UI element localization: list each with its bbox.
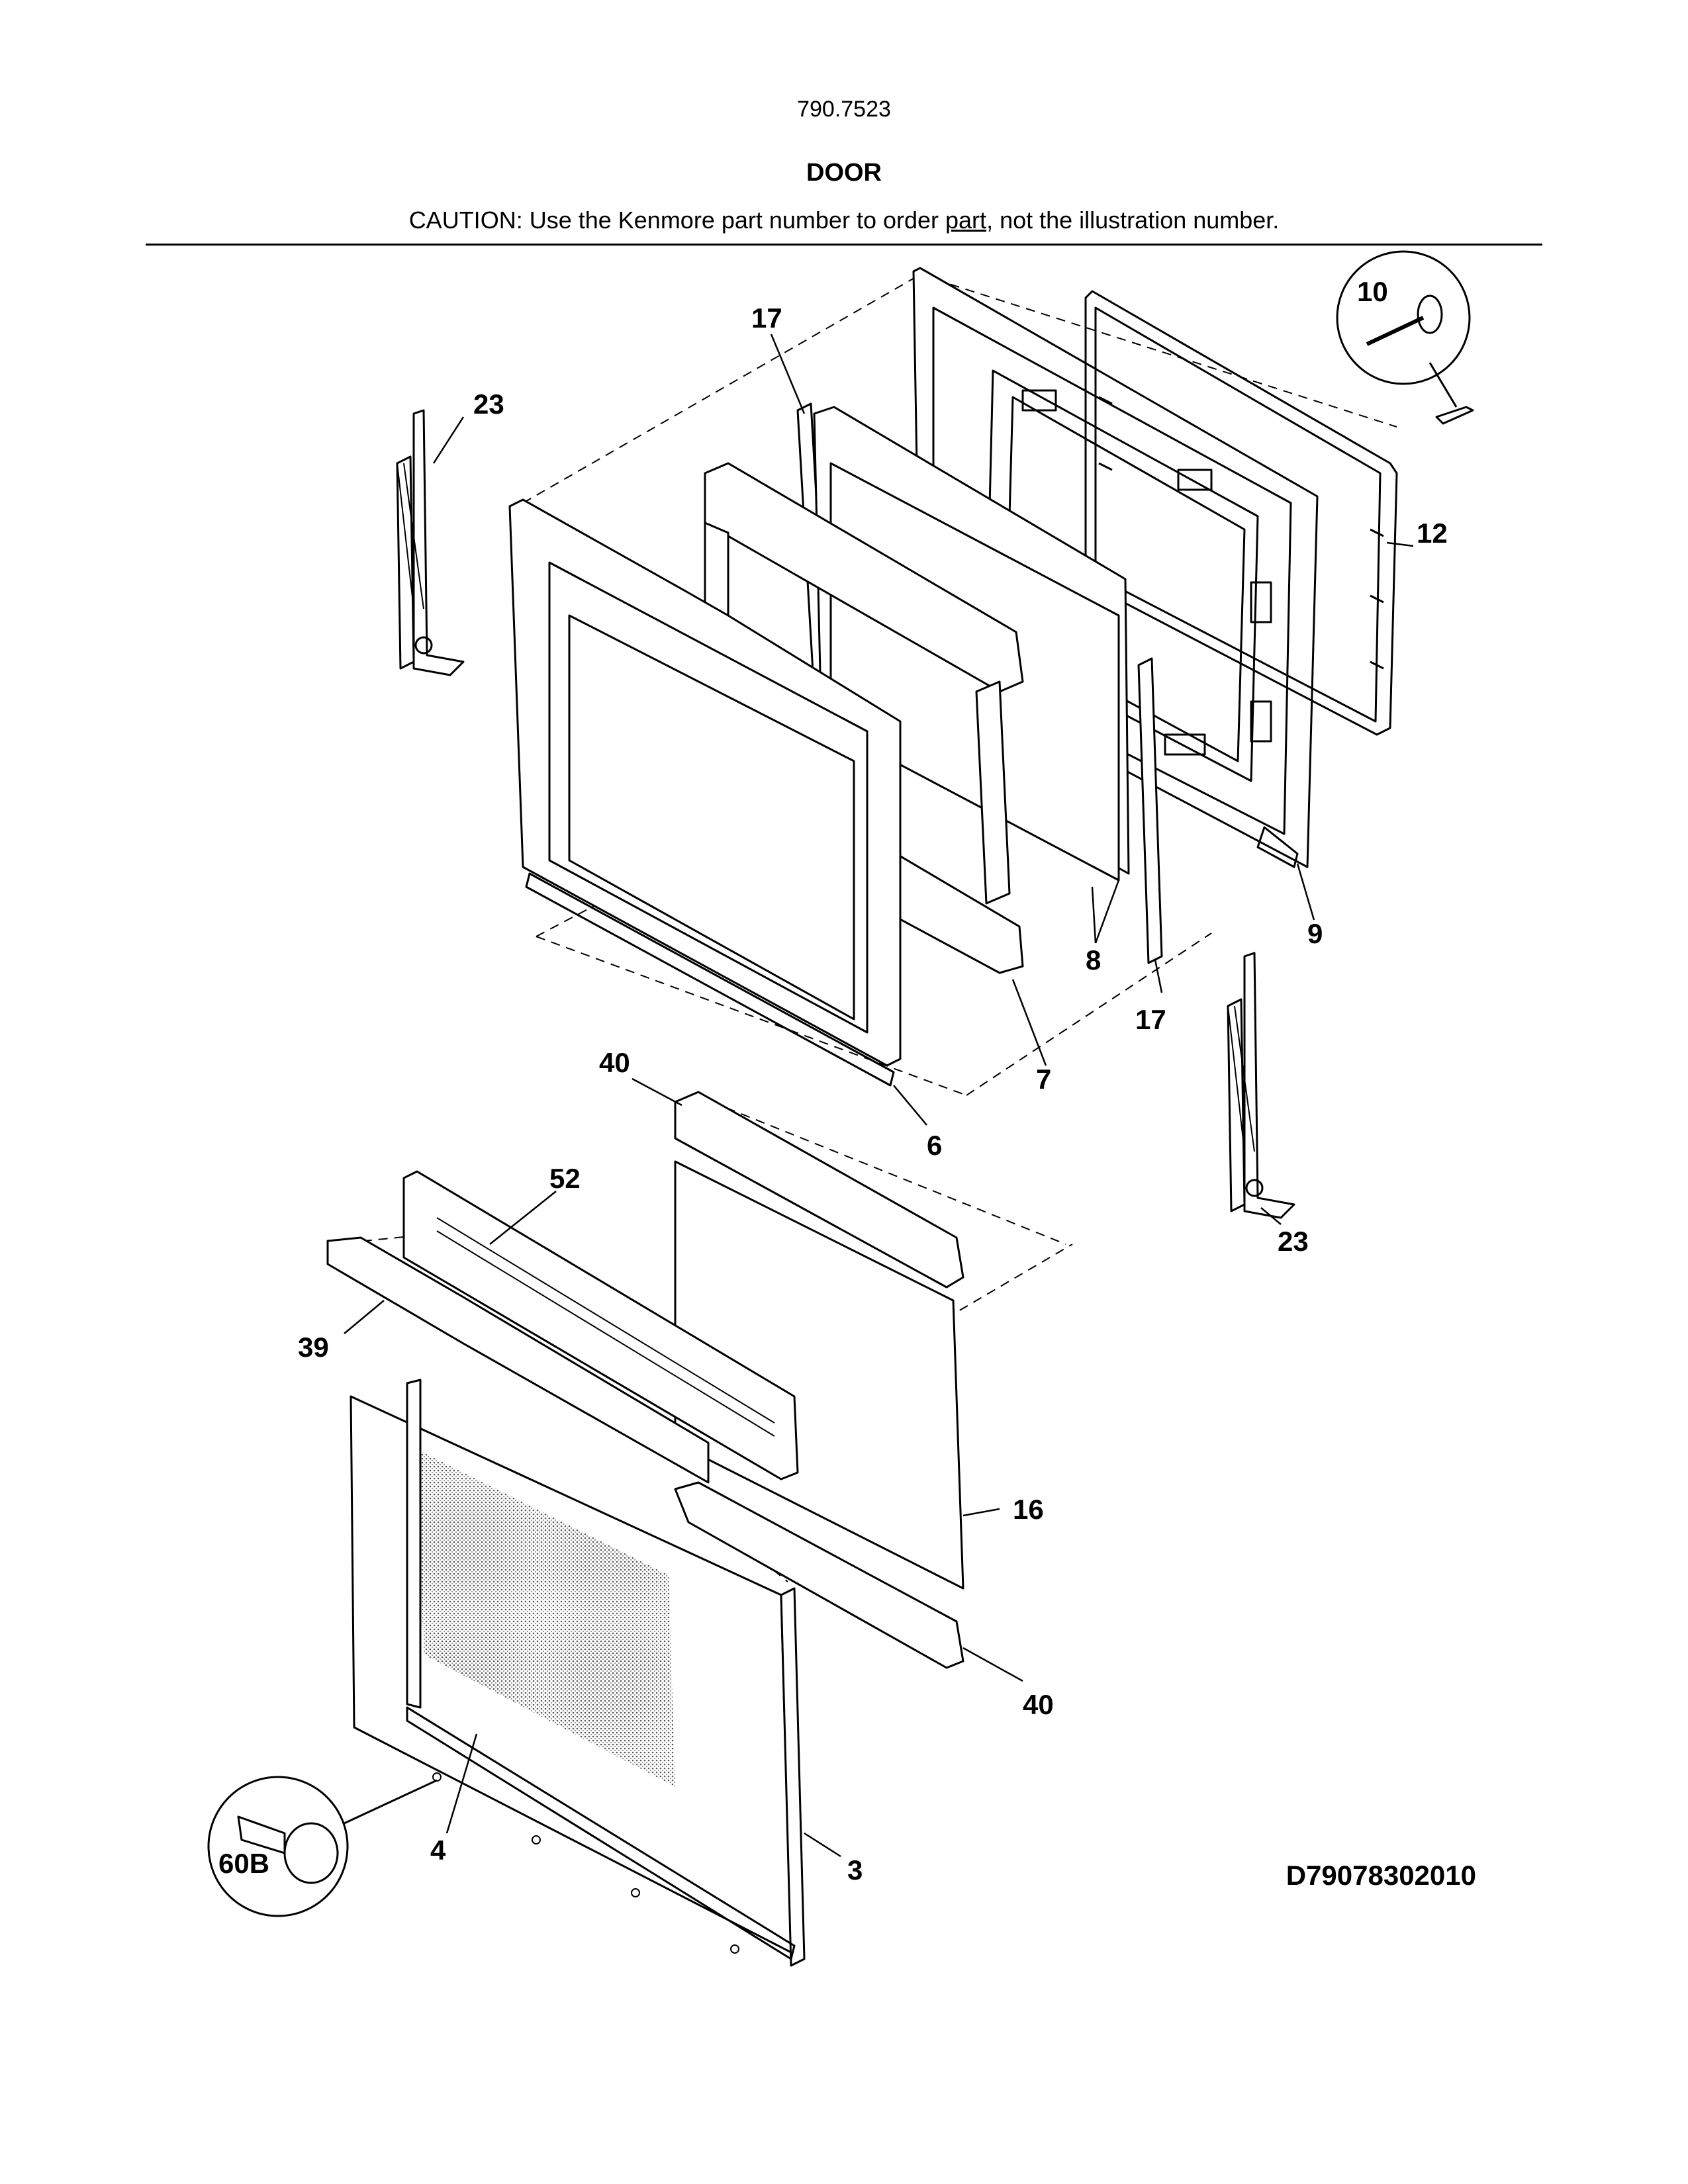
- leader-lines: [344, 334, 1414, 1858]
- vent-52: [402, 1170, 799, 1480]
- caution-note: CAUTION: Use the Kenmore part number to …: [0, 206, 1688, 234]
- callout-39: 39: [298, 1332, 329, 1363]
- door-trim-40-top: [674, 1091, 964, 1289]
- section-title: DOOR: [806, 159, 882, 187]
- hinge-23-top: [396, 409, 465, 676]
- caution-suffix: , not the illustration number.: [986, 206, 1280, 234]
- diagram-number: D79078302010: [1286, 1860, 1476, 1891]
- screw-inset-10: [1336, 250, 1474, 425]
- model-number: 790.7523: [797, 97, 891, 122]
- callout-60b: 60B: [218, 1848, 269, 1879]
- callout-9: 9: [1307, 918, 1323, 949]
- callout-16: 16: [1013, 1494, 1044, 1525]
- callout-10: 10: [1357, 276, 1388, 307]
- header-rule: [146, 244, 1542, 246]
- caution-part-link: part: [945, 206, 987, 234]
- callout-4: 4: [430, 1835, 446, 1866]
- callout-23-bottom: 23: [1278, 1226, 1309, 1257]
- callout-23-top: 23: [473, 388, 504, 420]
- screw-inset-60b: [207, 1776, 438, 1917]
- door-liner-4: [406, 1379, 806, 1967]
- caution-prefix: CAUTION: Use the Kenmore part number to …: [408, 206, 946, 234]
- callout-17-top: 17: [751, 302, 782, 334]
- hinge-23-bottom: [1227, 952, 1295, 1219]
- door-frame-6: [508, 498, 902, 1087]
- callout-40-bottom: 40: [1023, 1689, 1054, 1720]
- door-handle-39: [326, 1236, 710, 1484]
- callout-40-top: 40: [599, 1047, 630, 1078]
- door-gasket-12: [1084, 290, 1398, 736]
- glass-channel-17-bottom: [1137, 657, 1163, 964]
- callout-17-bottom: 17: [1135, 1004, 1166, 1035]
- callout-8: 8: [1086, 944, 1101, 976]
- callout-3: 3: [847, 1854, 863, 1886]
- callout-12: 12: [1417, 518, 1448, 549]
- callout-52: 52: [549, 1163, 581, 1194]
- door-trim-40-bottom: [674, 1481, 964, 1669]
- callout-7: 7: [1036, 1064, 1051, 1095]
- callout-6: 6: [927, 1130, 942, 1161]
- door-window-dots: [417, 1449, 675, 1787]
